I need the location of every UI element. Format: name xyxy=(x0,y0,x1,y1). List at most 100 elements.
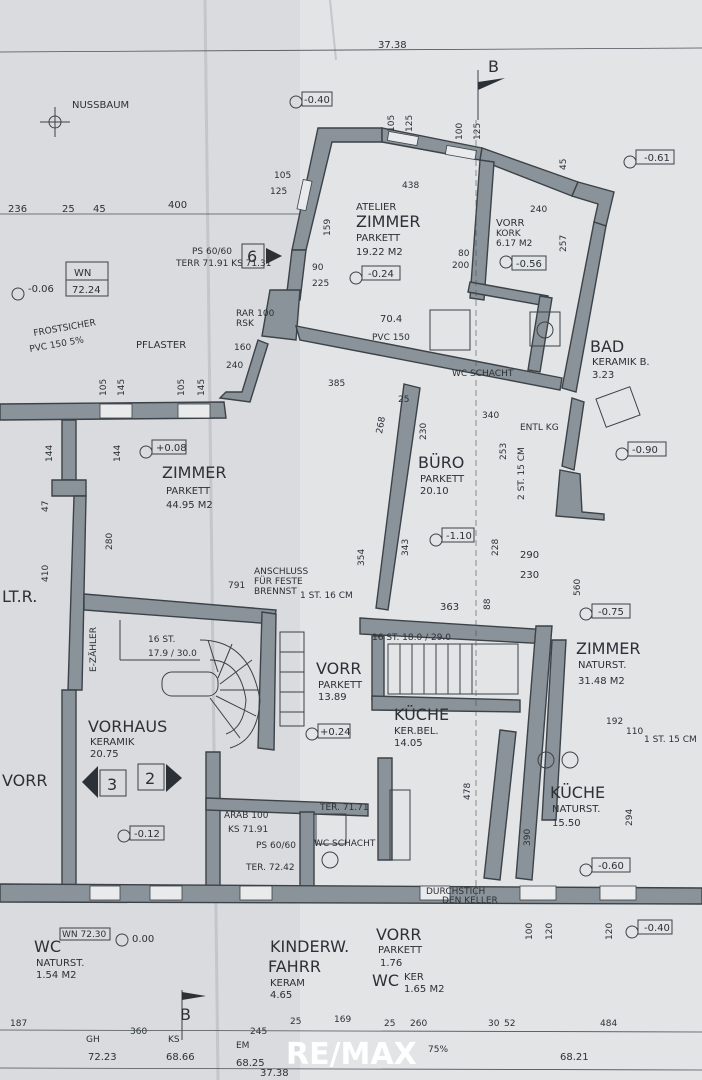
label-wcschacht: WC SCHACHT xyxy=(452,369,514,379)
room-partial-ltr: LT.R. xyxy=(2,587,37,606)
room-wc2-area: 1.65 M2 xyxy=(404,984,444,995)
stair-straight xyxy=(387,643,519,695)
room-kueche1-floor: KER.BEL. xyxy=(394,726,439,737)
label-brennst: BRENNST xyxy=(254,587,297,597)
label-marker-6: 6 xyxy=(247,247,257,266)
dim-253: 253 xyxy=(499,443,509,460)
marker-3 xyxy=(82,766,127,798)
bottom-dimension-line xyxy=(0,1029,702,1033)
level-marker xyxy=(305,723,351,741)
label-gh: GH xyxy=(86,1035,100,1045)
label-st15: 2 ST. 15 CM xyxy=(517,447,527,500)
label-terr3: TER. 71.71 xyxy=(319,803,369,813)
label-wcschacht2: WC SCHACHT xyxy=(314,839,376,849)
dim-25b: 25 xyxy=(290,1017,301,1027)
label-entl: ENTL KG xyxy=(520,423,559,433)
level-2: -0.61 xyxy=(644,153,670,164)
dim-105c: 105 xyxy=(99,379,109,396)
label-anschluss: ANSCHLUSS xyxy=(254,567,309,577)
room-vorhaus-name: VORHAUS xyxy=(88,717,167,736)
dim-187: 187 xyxy=(10,1019,27,1029)
label-pvc2: PVC 150 xyxy=(372,333,410,343)
dim-125c: 125 xyxy=(270,187,287,197)
wn-box xyxy=(65,261,109,297)
room-kueche1-area: 14.05 xyxy=(394,738,423,749)
dim-390: 390 xyxy=(523,829,533,846)
label-section-b-top: B xyxy=(488,57,499,76)
label-st16: 1 ST. 16 CM xyxy=(300,591,353,601)
dim-192: 192 xyxy=(606,717,623,727)
level-marker xyxy=(429,527,475,547)
label-terr2: TER. 72.42 xyxy=(245,863,295,873)
room-wc1-area: 1.54 M2 xyxy=(36,970,76,981)
room-vorr3-floor: PARKETT xyxy=(378,945,423,956)
room-atelier-area: 19.22 M2 xyxy=(356,247,403,258)
room-buero-floor: PARKETT xyxy=(420,474,465,485)
dim-240: 240 xyxy=(530,205,547,215)
room-fahrr-name: FAHRR xyxy=(268,957,321,976)
dim-704: 70.4 xyxy=(380,314,402,325)
dim-120: 120 xyxy=(545,923,555,940)
dim-363: 363 xyxy=(440,602,459,613)
room-fahrr-area: 4.65 xyxy=(270,990,292,1001)
level-marker xyxy=(625,919,673,939)
level-marker xyxy=(139,439,187,459)
label-section-b-bottom: B xyxy=(180,1005,191,1024)
dim-280: 280 xyxy=(105,533,115,550)
dim-30: 30 xyxy=(488,1019,500,1029)
label-ks2: KS xyxy=(168,1035,180,1045)
room-wc1-floor: NATURST. xyxy=(36,958,84,969)
dim-25x: 25 xyxy=(398,395,409,405)
room-atelier-pre: ATELIER xyxy=(356,202,396,213)
room-zimmer2-floor: NATURST. xyxy=(578,660,626,671)
dim-290: 290 xyxy=(520,550,539,561)
label-em-value: 68.25 xyxy=(236,1058,265,1069)
level-12: -0.60 xyxy=(598,861,624,872)
level-13: 0.00 xyxy=(132,934,154,945)
dim-125a: 125 xyxy=(405,115,415,132)
level-marker xyxy=(349,265,401,285)
level-3: -0.24 xyxy=(368,269,394,280)
room-bad-name: BAD xyxy=(590,337,624,356)
label-st15b: 1 ST. 15 CM xyxy=(644,735,697,745)
dim-438: 438 xyxy=(402,181,419,191)
dim-105b: 105 xyxy=(274,171,291,181)
label-gh-value: 72.23 xyxy=(88,1052,117,1063)
top-dimension-line xyxy=(0,47,702,53)
room-vorr2-floor: PARKETT xyxy=(318,680,363,691)
marker-6 xyxy=(241,243,282,269)
room-vorr3-area: 1.76 xyxy=(380,958,402,969)
room-bad-area: 3.23 xyxy=(592,370,614,381)
level-marker xyxy=(289,91,333,109)
room-zimmer1-area: 44.95 M2 xyxy=(166,500,213,511)
room-kueche2-name: KÜCHE xyxy=(550,783,605,802)
level-marker xyxy=(623,149,675,169)
level-marker xyxy=(117,825,165,843)
label-marker-2: 2 xyxy=(145,769,155,788)
wn2-box xyxy=(59,927,111,941)
dim-228: 228 xyxy=(491,539,501,556)
label-denkeller: DEN KELLER xyxy=(442,896,498,906)
section-marker-top xyxy=(477,70,505,120)
level-10: +0.24 xyxy=(320,727,351,738)
label-stair: 16 ST. 18.0 / 29.0 xyxy=(372,633,451,643)
level-14: -0.40 xyxy=(644,923,670,934)
dim-354: 354 xyxy=(357,549,367,566)
tree-symbol xyxy=(40,107,70,137)
room-vorr2-name: VORR xyxy=(316,659,362,678)
dim-230b: 230 xyxy=(520,570,539,581)
room-kinderw-name: KINDERW. xyxy=(270,937,349,956)
dim-b685: 68.21 xyxy=(560,1052,589,1063)
dim-200: 200 xyxy=(452,261,469,271)
label-wn-value: 72.24 xyxy=(72,285,101,296)
room-kueche2-floor: NATURST. xyxy=(552,804,600,815)
room-kueche1-name: KÜCHE xyxy=(394,705,449,724)
dim-484: 484 xyxy=(600,1019,617,1029)
dim-230: 230 xyxy=(419,423,429,440)
label-durchstich: DURCHSTICH xyxy=(426,887,485,897)
label-stair2: 16 ST. xyxy=(148,635,175,645)
label-pflaster: PFLASTER xyxy=(136,340,186,351)
dim-52: 52 xyxy=(504,1019,515,1029)
dim-47: 47 xyxy=(41,501,51,512)
